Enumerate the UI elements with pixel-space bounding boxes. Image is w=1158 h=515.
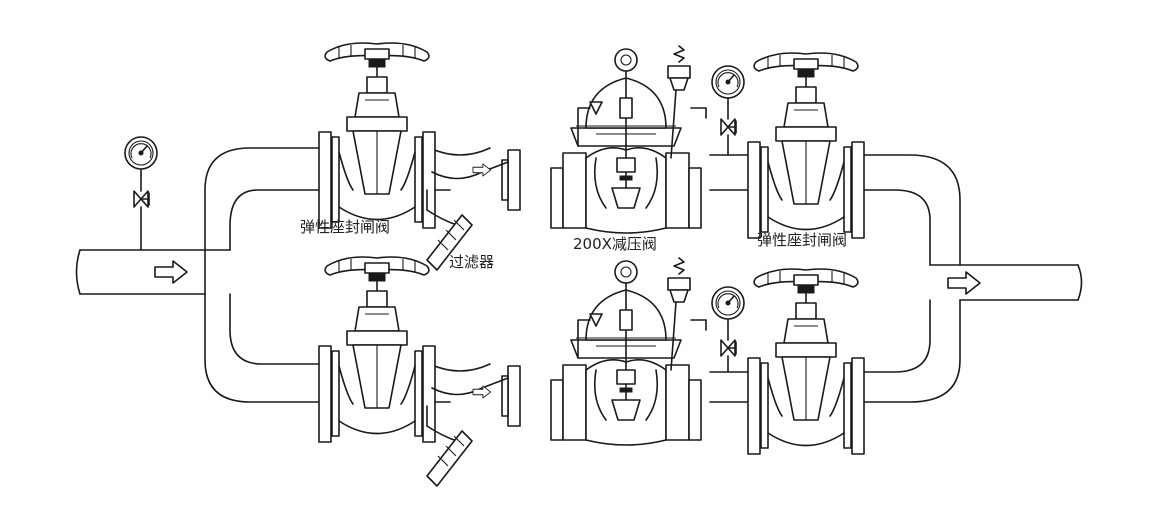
label-gate-valve-upper-left: 弹性座封闸阀: [300, 218, 391, 236]
gate-valve-lower-left-icon: [318, 256, 436, 443]
reducing-valve-upper-icon: [550, 45, 707, 234]
gate-valve-lower-right-icon: [747, 268, 865, 455]
outlet-gauge-upper-icon: [711, 65, 745, 156]
gate-valve-upper-left-icon: [318, 42, 436, 229]
label-gate-valve-upper-right: 弹性座封闸阀: [757, 231, 848, 249]
y-strainer-lower-icon: [426, 365, 521, 487]
inlet-pressure-gauge-icon: [124, 136, 158, 251]
label-strainer: 过滤器: [449, 253, 495, 271]
gate-valve-upper-right-icon: [747, 52, 865, 239]
inlet-flow-arrow-icon: [154, 260, 188, 284]
reducing-valve-lower-icon: [550, 257, 707, 446]
outlet-flow-arrow-icon: [947, 271, 981, 295]
label-reducing-valve: 200X减压阀: [573, 235, 657, 253]
outlet-gauge-lower-icon: [711, 286, 745, 373]
